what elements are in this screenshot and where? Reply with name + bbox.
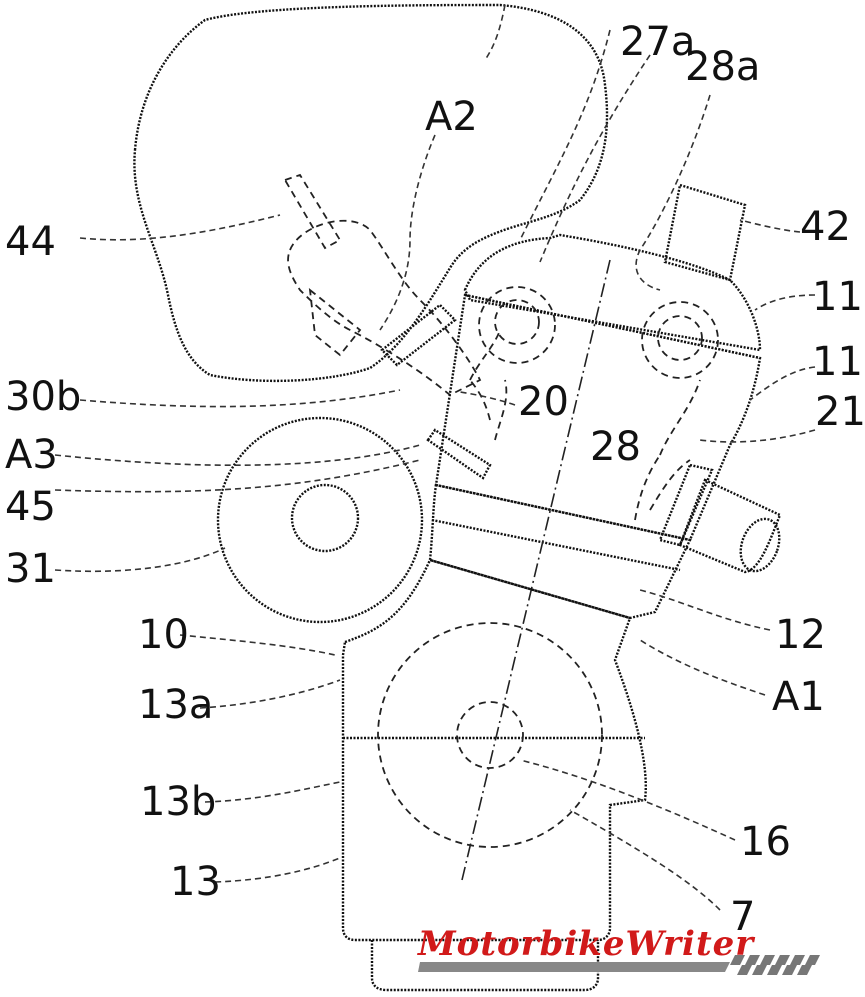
head-cover — [463, 233, 762, 352]
valve-exhaust — [634, 379, 701, 521]
label-28a: 28a — [685, 44, 760, 90]
pulley-hub — [290, 483, 360, 553]
label-21: 21 — [815, 389, 865, 435]
cam-exhaust-inner — [657, 315, 703, 361]
cam-exhaust — [641, 301, 719, 379]
label-11a: 11a — [812, 274, 865, 320]
label-a2: A2 — [425, 94, 478, 140]
cylinder-band — [431, 518, 681, 572]
pulley-31 — [216, 416, 424, 624]
label-31: 31 — [5, 546, 56, 592]
cylinder-head — [434, 293, 762, 542]
label-a3: A3 — [5, 432, 58, 478]
label-12: 12 — [775, 612, 826, 658]
motorbikewriter-watermark: MotorbikeWriter — [417, 924, 820, 975]
label-45: 45 — [5, 484, 56, 530]
cylinder-axis — [461, 259, 611, 881]
cylinder-block — [428, 483, 692, 620]
label-13a: 13a — [138, 682, 213, 728]
leader-lines — [54, 4, 816, 911]
intake-dashed — [283, 173, 482, 397]
watermark-text: MotorbikeWriter — [417, 924, 755, 964]
label-16: 16 — [740, 819, 791, 865]
crankshaft — [456, 701, 524, 769]
label-a1: A1 — [772, 674, 825, 720]
label-30b: 30b — [5, 374, 81, 420]
label-13: 13 — [170, 859, 221, 905]
label-28: 28 — [590, 424, 641, 470]
intake-pipe-upper — [380, 303, 457, 367]
exhaust-pipe — [678, 478, 782, 574]
exhaust-flange — [658, 463, 714, 547]
part-42 — [663, 183, 747, 282]
label-7: 7 — [730, 894, 755, 940]
part-labels: 27a 28a A2 44 42 11a 11 30b 20 21 A3 28 … — [5, 19, 865, 940]
label-10: 10 — [138, 612, 189, 658]
label-44: 44 — [5, 219, 56, 265]
intake-pipe-lower — [426, 428, 492, 480]
intake-dashed-2 — [308, 287, 362, 357]
tank-outline — [133, 3, 609, 383]
label-27a: 27a — [620, 19, 695, 65]
label-11: 11 — [812, 339, 863, 385]
label-20: 20 — [518, 379, 569, 425]
watermark-stripe — [418, 962, 730, 972]
watermark-flag — [730, 955, 820, 975]
cam-intake — [478, 286, 556, 364]
valve-intake — [469, 329, 508, 441]
oil-pan — [370, 940, 600, 992]
label-42: 42 — [800, 204, 851, 250]
label-13b: 13b — [140, 779, 216, 825]
crank-web — [377, 622, 603, 848]
exhaust-end — [739, 517, 781, 573]
cam-intake-inner — [494, 299, 540, 345]
